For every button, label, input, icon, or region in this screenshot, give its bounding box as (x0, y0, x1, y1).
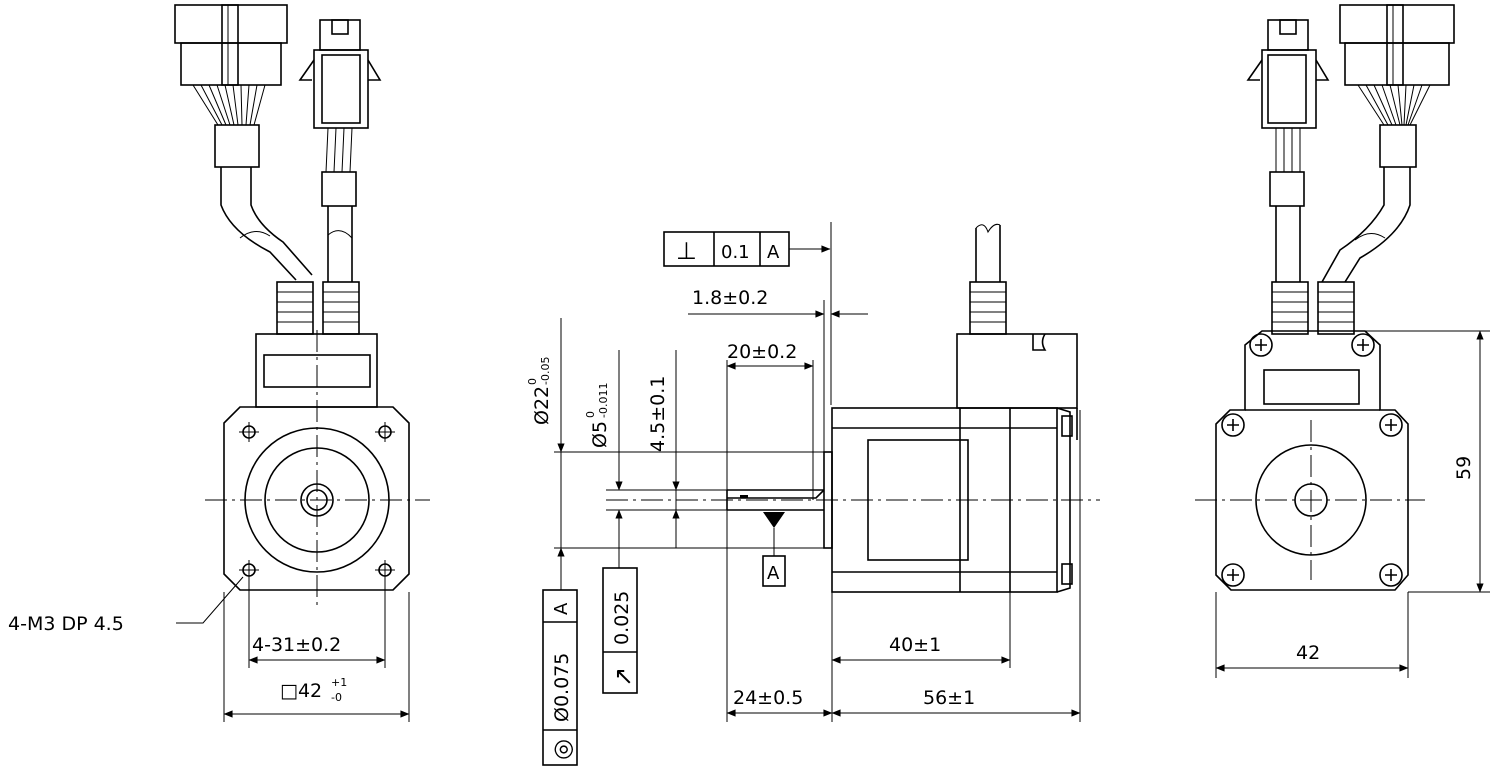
rear-connector-large (1321, 4, 1455, 283)
rear-screws (1221, 333, 1403, 587)
runout-frame: 0.025 ↗ (602, 567, 638, 694)
pilot-diameter-dimension: Ø22 0 -0.05 (526, 318, 565, 590)
shaft-diameter-dimension: Ø5 0 -0.011 (584, 350, 623, 568)
flange-thickness-label: 1.8±0.2 (692, 287, 768, 309)
flat-depth-dimension: 4.5±0.1 (647, 350, 680, 548)
side-view: ⊥ 0.1 A 1.8±0.2 20±0.2 (526, 222, 1100, 766)
rear-housing (1215, 330, 1409, 591)
rear-height-label: 59 (1453, 456, 1475, 480)
concentricity-frame: A Ø0.075 ◎ (542, 589, 578, 766)
mount-note: 4-M3 DP 4.5 (8, 613, 124, 635)
runout-symbol: ↗ (609, 667, 637, 687)
perpendicularity-frame: ⊥ 0.1 A (663, 231, 831, 267)
flange-tol-upper: +1 (331, 676, 347, 689)
shaft-diameter-label: Ø5 (589, 421, 611, 448)
front-mount-holes (239, 422, 395, 580)
shaft-extension-label: 24±0.5 (733, 687, 803, 709)
front-connector-small (298, 19, 382, 282)
concentricity-datum: A (551, 602, 572, 615)
body-length-dimension: 40±1 (831, 592, 1011, 722)
front-cable-boots (276, 281, 360, 335)
rear-view: 59 42 (1195, 4, 1490, 678)
shaft-length-label: 20±0.2 (727, 341, 797, 363)
pilot-tol-upper: 0 (526, 378, 539, 385)
perp-tolerance: 0.1 (721, 242, 750, 263)
pilot-diameter-label: Ø22 (531, 386, 553, 425)
perp-datum: A (767, 242, 780, 263)
rear-label-window (1263, 369, 1360, 405)
overall-length-label: 56±1 (923, 687, 975, 709)
body-length-label: 40±1 (889, 634, 941, 656)
flange-square-label: □42 (280, 680, 322, 702)
flat-depth-label: 4.5±0.1 (647, 376, 669, 452)
hole-spacing-dimension: 4-31±0.2 (248, 578, 386, 668)
concentricity-tolerance: Ø0.075 (551, 653, 573, 722)
perp-symbol: ⊥ (676, 237, 697, 265)
datum-a-label: A (767, 563, 780, 584)
datum-a-marker: A (762, 512, 786, 587)
flange-square-dimension: □42 +1 -0 (223, 592, 410, 722)
shaft-tol-lower: -0.011 (597, 383, 610, 418)
side-motor-body (823, 223, 1078, 593)
hole-spacing-label: 4-31±0.2 (252, 634, 341, 656)
overall-length-dimension: 56±1 (831, 410, 1081, 722)
rear-cable-boots (1271, 281, 1355, 335)
shaft-tol-upper: 0 (584, 411, 597, 418)
runout-tolerance: 0.025 (611, 591, 633, 645)
front-flange (223, 406, 410, 591)
rear-connector-small (1246, 19, 1330, 282)
rear-width-dimension: 42 (1215, 592, 1409, 678)
pilot-tol-lower: -0.05 (539, 357, 552, 385)
front-view: 4-M3 DP 4.5 4-31±0.2 □42 +1 -0 (8, 4, 430, 722)
rear-height-dimension: 59 (1365, 330, 1490, 593)
shaft-extension-dimension: 24±0.5 (726, 510, 833, 722)
shaft-length-dimension: 20±0.2 (726, 341, 814, 500)
flange-tol-lower: -0 (331, 691, 342, 704)
concentricity-symbol: ◎ (548, 739, 576, 760)
rear-width-label: 42 (1296, 642, 1320, 664)
front-connector-large (174, 4, 313, 281)
